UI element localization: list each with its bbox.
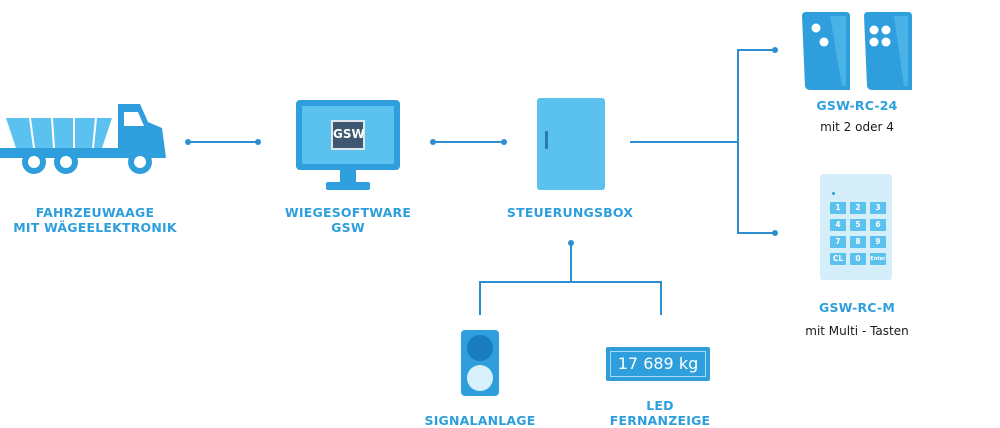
- keypad-key: 6: [870, 219, 886, 231]
- remote-controls-icon: [802, 12, 912, 90]
- keypad-key: 0: [850, 253, 866, 265]
- keypad-key: 8: [850, 236, 866, 248]
- monitor-icon: GSW: [296, 100, 400, 192]
- control-box-icon: [537, 98, 605, 190]
- keypad-key: 1: [830, 202, 846, 214]
- keypad-key: 5: [850, 219, 866, 231]
- led-label-line1: LED: [646, 398, 674, 413]
- software-label-line2: GSW: [331, 220, 365, 235]
- led-display-value: 17 689 kg: [617, 354, 699, 373]
- keypad-key: 3: [870, 202, 886, 214]
- led-display: 17 689 kg: [606, 347, 710, 381]
- gsw-screen-logo: GSW: [333, 127, 365, 141]
- keypad-led-dot: [832, 192, 835, 195]
- truck-label: FAHRZEUWAAGE MIT WÄGEELEKTRONIK: [0, 205, 190, 235]
- led-label: LED FERNANZEIGE: [585, 398, 735, 428]
- rcm-subtitle: mit Multi - Tasten: [805, 324, 909, 338]
- link-remotes-branch: [737, 49, 775, 234]
- signal-label: SIGNALANLAGE: [424, 413, 536, 428]
- truck-label-line1: FAHRZEUWAAGE: [35, 205, 155, 220]
- keypad-key: Enter: [870, 253, 886, 265]
- keypad-key: 9: [870, 236, 886, 248]
- traffic-light-icon: [461, 330, 499, 396]
- rcm-title: GSW-RC-M: [819, 300, 895, 315]
- rc24-subtitle: mit 2 oder 4: [820, 120, 894, 134]
- box-label: STEUERUNGSBOX: [506, 205, 634, 220]
- keypad-key: 7: [830, 236, 846, 248]
- software-label: WIEGESOFTWARE GSW: [258, 205, 438, 235]
- link-signal-led-branch: [479, 281, 662, 315]
- rc24-title: GSW-RC-24: [816, 98, 898, 113]
- truck-icon: [0, 104, 166, 174]
- led-label-line2: FERNANZEIGE: [609, 413, 711, 428]
- keypad-key: CL: [830, 253, 846, 265]
- software-label-line1: WIEGESOFTWARE: [284, 205, 412, 220]
- keypad-key: 4: [830, 219, 846, 231]
- keypad-key: 2: [850, 202, 866, 214]
- truck-label-line2: MIT WÄGEELEKTRONIK: [13, 220, 177, 235]
